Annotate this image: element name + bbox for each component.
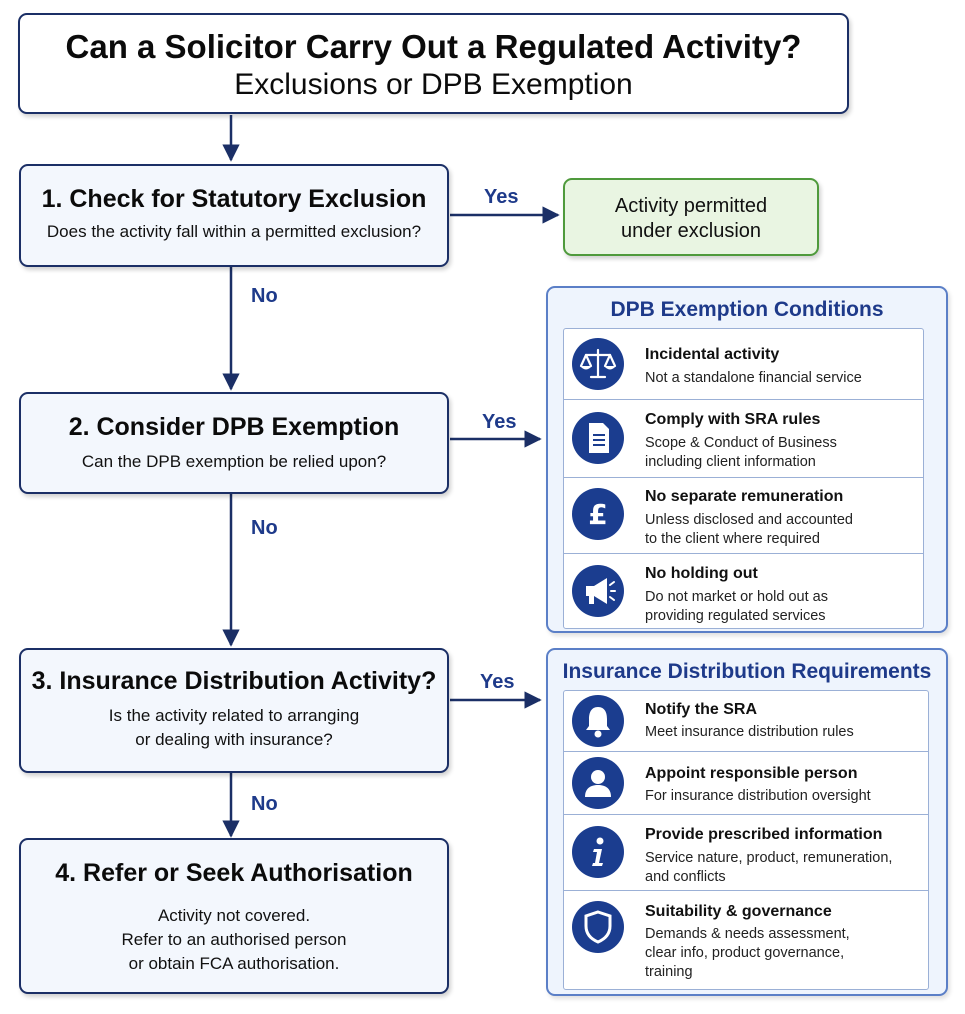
dpb-panel-title: DPB Exemption Conditions	[610, 298, 884, 321]
insurance-requirements-panel: Insurance Distribution Requirements Noti…	[546, 648, 948, 996]
diagram-title: Can a Solicitor Carry Out a Regulated Ac…	[65, 28, 802, 65]
title-box: Can a Solicitor Carry Out a Regulated Ac…	[18, 13, 849, 114]
permitted-outcome-text: Activity permitted under exclusion	[614, 195, 768, 242]
bell-icon	[572, 695, 624, 747]
step-3-question: Is the activity related to arranging or …	[108, 706, 360, 749]
insurance-item-desc: Demands & needs assessment, clear info, …	[645, 926, 850, 980]
no-label-1: No	[251, 285, 278, 307]
list-item: Notify the SRA Meet insurance distributi…	[564, 691, 928, 751]
insurance-item-title: Appoint responsible person	[645, 765, 858, 782]
step-1-question: Does the activity fall within a permitte…	[46, 222, 422, 241]
list-item: £ No separate remuneration Unless disclo…	[564, 477, 923, 553]
permitted-outcome-box: Activity permitted under exclusion	[563, 178, 819, 256]
list-item: Provide prescribed information Service n…	[564, 814, 928, 890]
person-icon	[572, 757, 624, 809]
step-2-box: 2. Consider DPB Exemption Can the DPB ex…	[19, 392, 449, 494]
step-4-box: 4. Refer or Seek Authorisation Activity …	[19, 838, 449, 994]
diagram-subtitle: Exclusions or DPB Exemption	[234, 68, 633, 101]
yes-label-2: Yes	[482, 411, 517, 433]
megaphone-icon	[572, 565, 624, 617]
step-1-box: 1. Check for Statutory Exclusion Does th…	[19, 164, 449, 267]
dpb-item-desc: Not a standalone financial service	[645, 370, 862, 386]
step-2-question: Can the DPB exemption be relied upon?	[81, 452, 387, 471]
dpb-item-title: Comply with SRA rules	[645, 411, 821, 428]
insurance-panel-title: Insurance Distribution Requirements	[562, 660, 932, 683]
list-item: Appoint responsible person For insurance…	[564, 751, 928, 814]
dpb-item-title: Incidental activity	[645, 346, 780, 363]
dpb-item-title: No separate remuneration	[645, 488, 844, 505]
scales-icon	[572, 338, 624, 390]
step-4-title: 4. Refer or Seek Authorisation	[55, 859, 413, 887]
insurance-item-desc: Meet insurance distribution rules	[645, 724, 854, 740]
step-1-title: 1. Check for Statutory Exclusion	[41, 185, 427, 213]
insurance-item-title: Provide prescribed information	[645, 826, 883, 843]
step-3-box: 3. Insurance Distribution Activity? Is t…	[19, 648, 449, 773]
insurance-item-title: Suitability & governance	[645, 903, 832, 920]
dpb-conditions-list: Incidental activity Not a standalone fin…	[563, 328, 924, 629]
list-item: Incidental activity Not a standalone fin…	[564, 329, 923, 399]
step-3-title: 3. Insurance Distribution Activity?	[31, 667, 437, 695]
dpb-item-desc: Do not market or hold out as providing r…	[645, 589, 828, 624]
yes-label-3: Yes	[480, 671, 515, 693]
step-4-description: Activity not covered. Refer to an author…	[121, 906, 347, 973]
list-item: Comply with SRA rules Scope & Conduct of…	[564, 399, 923, 477]
list-item: No holding out Do not market or hold out…	[564, 553, 923, 630]
no-label-2: No	[251, 517, 278, 539]
document-icon	[572, 412, 624, 464]
svg-text:£: £	[588, 498, 607, 531]
yes-label-1: Yes	[484, 186, 519, 208]
dpb-conditions-panel: DPB Exemption Conditions Incidental acti…	[546, 286, 948, 633]
insurance-item-desc: Service nature, product, remuneration, a…	[645, 850, 893, 885]
insurance-item-title: Notify the SRA	[645, 701, 757, 718]
pound-icon: £	[572, 488, 624, 540]
insurance-requirements-list: Notify the SRA Meet insurance distributi…	[563, 690, 929, 990]
shield-icon	[572, 901, 624, 953]
no-label-3: No	[251, 793, 278, 815]
dpb-item-desc: Unless disclosed and accounted to the cl…	[645, 512, 853, 547]
dpb-item-title: No holding out	[645, 565, 758, 582]
info-icon	[572, 826, 624, 878]
step-2-title: 2. Consider DPB Exemption	[68, 413, 400, 441]
insurance-item-desc: For insurance distribution oversight	[645, 788, 871, 804]
dpb-item-desc: Scope & Conduct of Business including cl…	[645, 435, 837, 470]
list-item: Suitability & governance Demands & needs…	[564, 890, 928, 991]
